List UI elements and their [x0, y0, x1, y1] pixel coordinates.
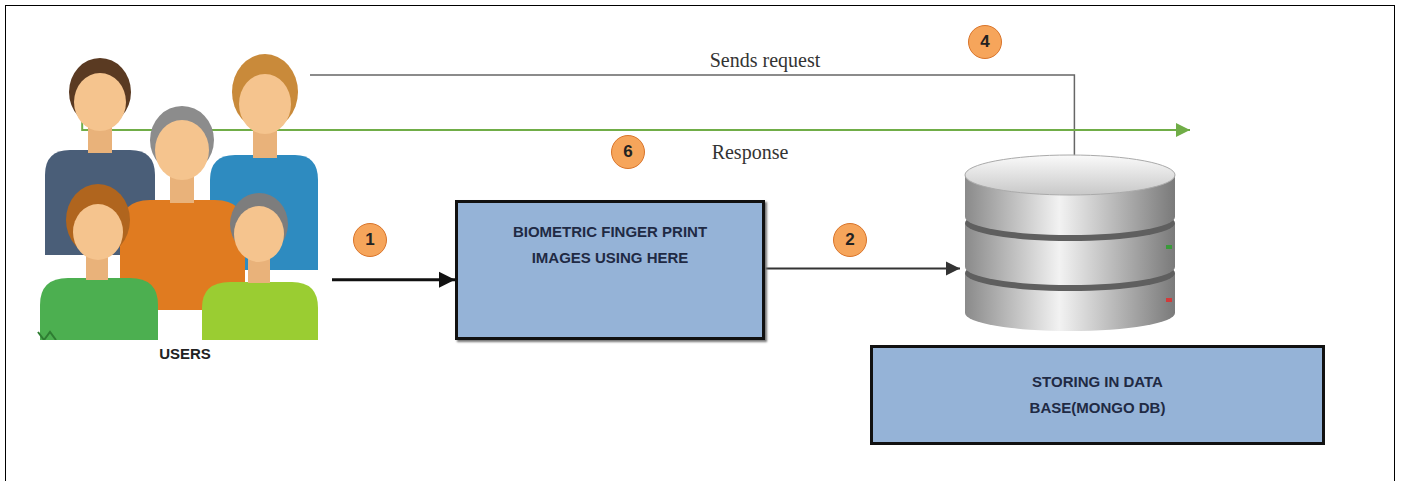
- edge-label: Sends request: [706, 49, 825, 72]
- box-text: BIOMETRIC FINGER PRINT IMAGES USING HERE: [508, 219, 713, 271]
- edge-label: Response: [708, 141, 793, 164]
- users-illustration: [30, 40, 320, 340]
- process-box: BIOMETRIC FINGER PRINT IMAGES USING HERE: [455, 200, 765, 340]
- database-node: STORING IN DATA BASE(MONGO DB): [960, 150, 1180, 335]
- flow-arrow: [310, 75, 1081, 188]
- database-cylinder: [960, 150, 1180, 335]
- flow-arrow: [82, 75, 1190, 137]
- storage-box: STORING IN DATA BASE(MONGO DB): [870, 345, 1325, 445]
- callout-number: 4: [968, 25, 1002, 59]
- callout-number: 2: [833, 223, 867, 257]
- group-label: USERS: [90, 345, 280, 362]
- callout-number: 6: [611, 135, 645, 169]
- flow-arrow: [332, 272, 455, 288]
- users-group: USERS: [30, 40, 320, 375]
- box-text: STORING IN DATA BASE(MONGO DB): [990, 369, 1205, 421]
- callout-number: 1: [353, 223, 387, 257]
- flow-arrow: [765, 262, 960, 276]
